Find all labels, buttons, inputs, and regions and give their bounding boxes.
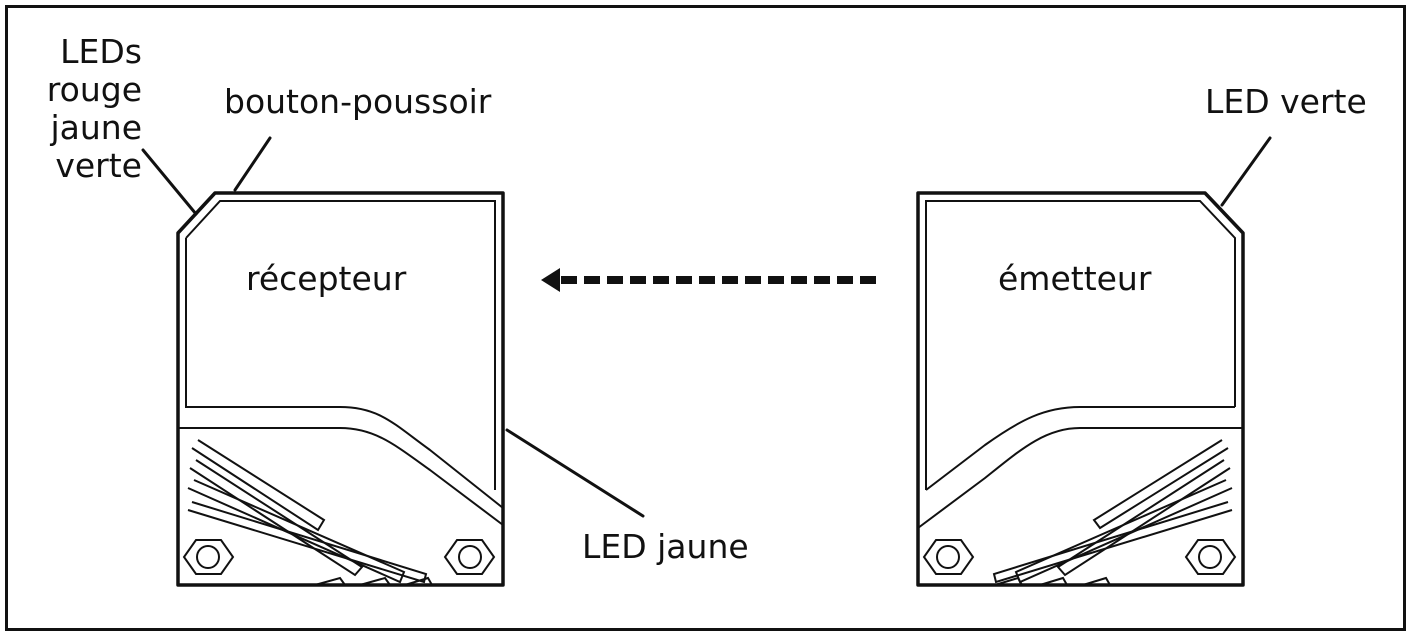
receiver-housing <box>176 191 505 587</box>
emitter-vent-slots <box>992 439 1233 586</box>
receiver-unit <box>176 191 505 587</box>
emitter-lens-edge <box>925 406 1235 491</box>
led-color-verte: verte <box>55 146 142 185</box>
led-verte-label: LED verte <box>1205 82 1367 121</box>
leds-leader-line <box>141 148 198 216</box>
diagram-frame <box>5 5 1406 631</box>
receiver-nut-right <box>443 539 496 575</box>
leds-heading: LEDs <box>60 32 142 71</box>
led-color-jaune: jaune <box>50 108 142 147</box>
receiver-vent-slots <box>187 439 433 586</box>
button-label: bouton-poussoir <box>224 82 492 121</box>
led-jaune-label: LED jaune <box>582 527 749 566</box>
led-color-rouge: rouge <box>46 70 142 109</box>
emitter-unit <box>916 191 1245 587</box>
emitter-lens-lower-edge <box>917 427 1243 529</box>
receiver-name: récepteur <box>246 259 407 298</box>
receiver-nut-left <box>182 539 235 575</box>
receiver-window-frame <box>185 200 496 490</box>
emitter-nut-left <box>922 539 975 575</box>
emitter-housing <box>916 191 1245 587</box>
beam-arrow <box>541 268 876 292</box>
emitter-name: émetteur <box>998 259 1152 298</box>
receiver-lens-lower-edge <box>178 427 504 526</box>
led-jaune-leader-line <box>505 428 645 518</box>
receiver-lens-edge <box>185 238 504 509</box>
leds-label-group: LEDs rouge jaune verte <box>38 33 142 185</box>
button-leader-line <box>233 136 272 192</box>
beam-arrowhead <box>541 268 560 292</box>
led-verte-leader-line <box>1220 136 1272 207</box>
emitter-nut-right <box>1184 539 1237 575</box>
emitter-window-frame <box>925 200 1236 490</box>
